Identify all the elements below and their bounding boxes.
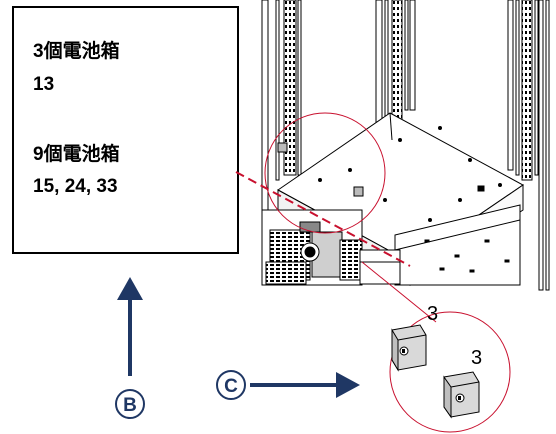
arrow-right-icon xyxy=(336,372,360,398)
group1-value: 13 xyxy=(33,74,54,95)
group2-title: 9個電池箱 xyxy=(33,142,120,165)
bracket-on-rack-2 xyxy=(353,186,364,197)
callout-b-badge xyxy=(115,389,145,419)
callout-b-letter: B xyxy=(123,395,137,416)
zoom-leader xyxy=(361,261,437,323)
cut-line xyxy=(235,171,411,267)
callout-c: C xyxy=(216,370,360,400)
quantity-label-top: 3 xyxy=(427,303,438,325)
bracket-on-rack-1 xyxy=(277,142,288,153)
zoom-circle-detail xyxy=(389,311,511,433)
arrow-up-icon xyxy=(117,277,143,300)
battery-modules xyxy=(261,209,401,286)
arrow-right-shaft xyxy=(250,383,338,387)
callout-c-badge xyxy=(216,370,246,400)
rack-cabinet-drawing xyxy=(261,0,550,291)
callout-c-letter: C xyxy=(224,376,238,397)
battery-count-box: 3個電池箱 13 9個電池箱 15, 24, 33 xyxy=(12,6,239,254)
mounting-bracket-icon xyxy=(391,324,427,372)
zoom-circle-source xyxy=(264,112,386,234)
rack-rails xyxy=(261,0,550,291)
group1-title: 3個電池箱 xyxy=(33,39,120,62)
arrow-up-shaft xyxy=(128,298,132,376)
group2-value: 15, 24, 33 xyxy=(33,176,118,197)
detail-brackets xyxy=(391,324,480,419)
info-box-border xyxy=(12,6,239,254)
mounting-bracket-icon xyxy=(443,371,480,419)
callout-b: B xyxy=(115,277,145,419)
highlight-marks xyxy=(235,112,511,433)
quantity-label-bottom: 3 xyxy=(471,347,482,369)
